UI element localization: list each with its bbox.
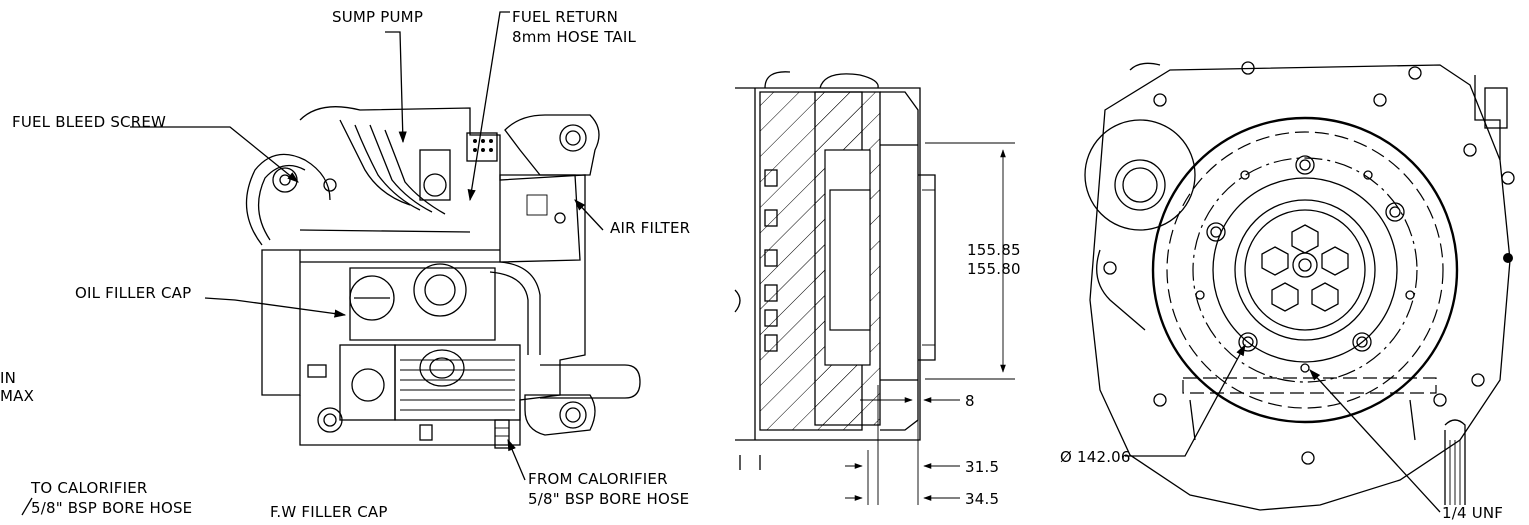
dim-34-5: 34.5 bbox=[965, 490, 999, 508]
label-drain-max: MAX bbox=[0, 387, 34, 405]
label-fw-filler-cap: F.W FILLER CAP bbox=[270, 503, 388, 521]
label-fuel-bleed-screw: FUEL BLEED SCREW bbox=[12, 113, 166, 131]
section-dimensions bbox=[845, 142, 1015, 505]
dim-8: 8 bbox=[965, 392, 975, 410]
dim-diameter-lower: 155.80 bbox=[967, 260, 1021, 278]
engine-leaders bbox=[21, 11, 604, 516]
flywheel-view bbox=[1084, 61, 1515, 511]
flywheel-leaders bbox=[1125, 343, 1441, 513]
dim-31-5: 31.5 bbox=[965, 458, 999, 476]
section-view bbox=[734, 71, 936, 470]
label-sump-pump: SUMP PUMP bbox=[332, 8, 423, 26]
dim-thread: 1/4 UNF bbox=[1442, 504, 1503, 522]
label-to-calorifier-hose: 5/8" BSP BORE HOSE bbox=[31, 499, 192, 517]
dim-bolt-circle: Ø 142.06 bbox=[1060, 448, 1131, 466]
dim-diameter-upper: 155.85 bbox=[967, 241, 1021, 259]
label-air-filter: AIR FILTER bbox=[610, 219, 690, 237]
label-from-calorifier: FROM CALORIFIER bbox=[528, 470, 668, 488]
label-from-calorifier-hose: 5/8" BSP BORE HOSE bbox=[528, 490, 689, 508]
label-to-calorifier: TO CALORIFIER bbox=[30, 479, 148, 497]
callout-labels: SUMP PUMP FUEL RETURN 8mm HOSE TAIL FUEL… bbox=[0, 8, 690, 521]
dimension-labels: 155.85 155.80 8 31.5 34.5 Ø 142.06 1/4 U… bbox=[965, 241, 1503, 522]
label-fuel-return-hose: 8mm HOSE TAIL bbox=[512, 28, 636, 46]
engine-front-view bbox=[245, 106, 641, 449]
label-oil-filler-cap: OIL FILLER CAP bbox=[75, 284, 191, 302]
label-drain-partial: IN bbox=[0, 369, 16, 387]
label-fuel-return: FUEL RETURN bbox=[512, 8, 618, 26]
